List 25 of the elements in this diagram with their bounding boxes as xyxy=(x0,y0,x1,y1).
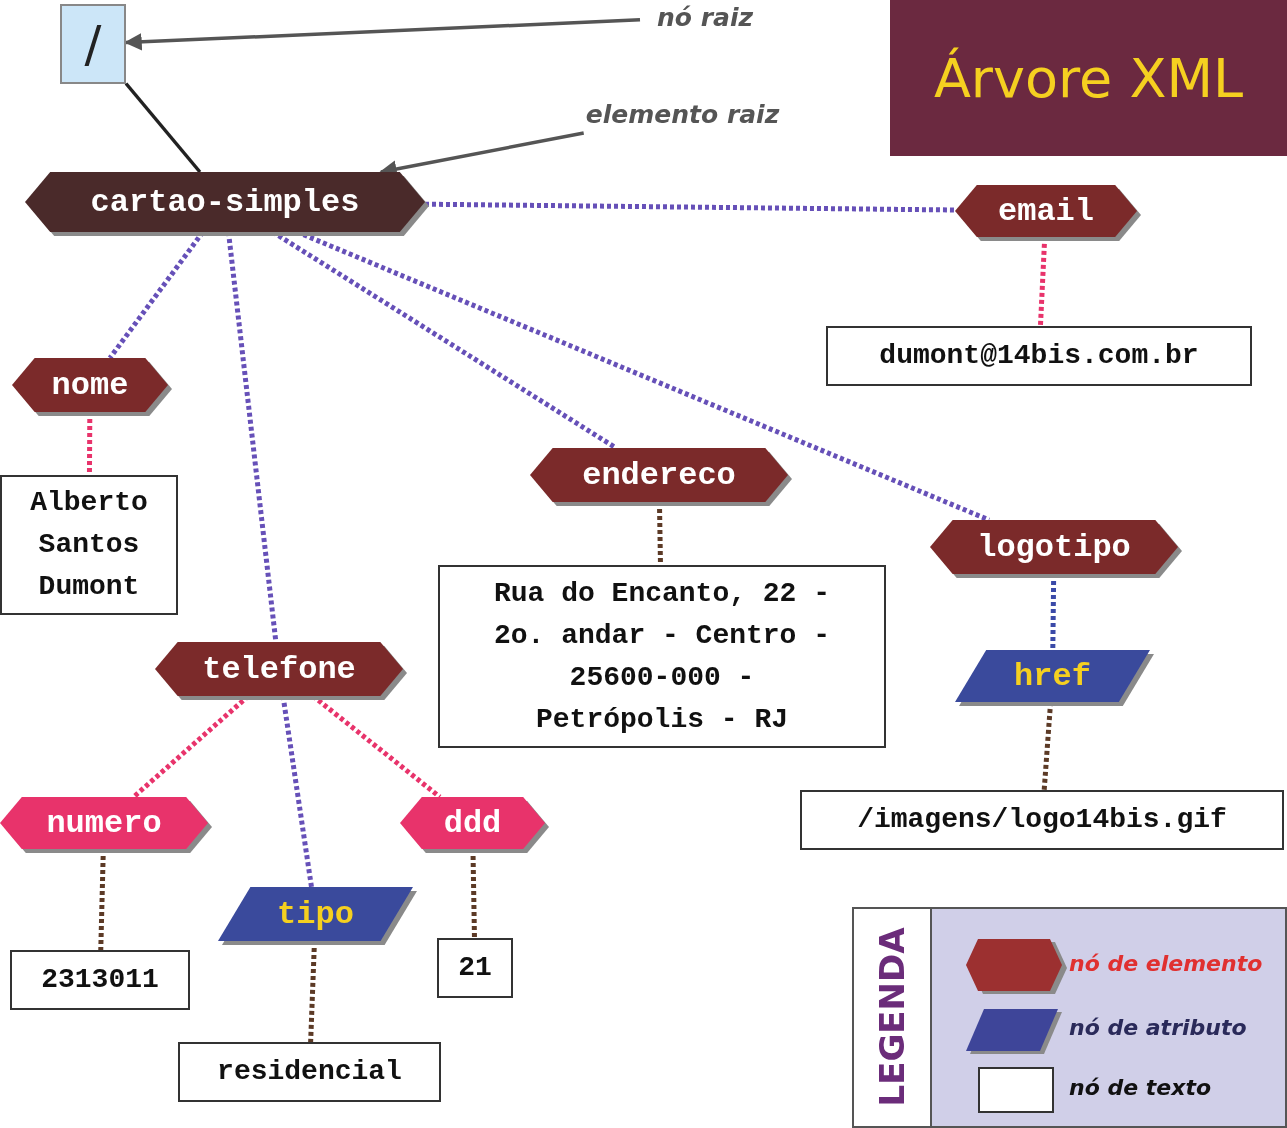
node-label: Alberto Santos Dumont xyxy=(29,486,149,604)
text-node-box xyxy=(826,326,1252,386)
node-label: nó raiz xyxy=(657,2,753,32)
root-node-box xyxy=(60,4,126,84)
text-node-box xyxy=(800,790,1284,850)
title: Árvore XML xyxy=(933,46,1244,110)
node-label: residencial xyxy=(217,1055,402,1089)
connector-line xyxy=(424,201,956,213)
legend-label: nó de atributo xyxy=(1069,1015,1247,1040)
node-label: elemento raiz xyxy=(585,99,780,129)
node-label: / xyxy=(84,15,102,73)
legend-label: nó de elemento xyxy=(1069,951,1263,976)
text-node-box xyxy=(437,938,513,998)
node-label: 21 xyxy=(458,951,492,985)
node-label: dumont@14bis.com.br xyxy=(879,339,1199,373)
connector-line xyxy=(124,82,202,174)
node-label: 2313011 xyxy=(41,963,159,997)
text-node-box xyxy=(178,1042,441,1102)
text-node-box xyxy=(10,950,190,1010)
legend-heading: LEGENDA xyxy=(872,927,912,1107)
text-node-box xyxy=(438,565,886,748)
text-node-box xyxy=(0,475,178,615)
node-label: Rua do Encanto, 22 - 2o. andar - Centro - 25600-000 - Petrópolis - RJ xyxy=(492,576,832,737)
legend-label: nó de texto xyxy=(1069,1075,1212,1100)
node-label: /imagens/logo14bis.gif xyxy=(857,803,1227,837)
